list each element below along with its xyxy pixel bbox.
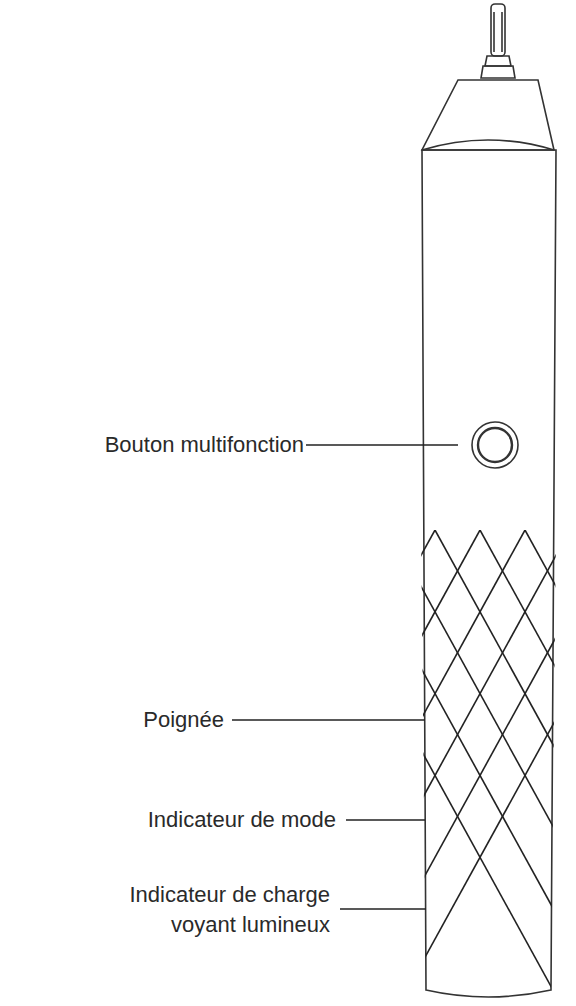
part-label: Indicateur de mode xyxy=(6,805,336,835)
part-label: Indicateur de charge voyant lumineux xyxy=(80,880,330,940)
grip-stroke xyxy=(525,530,576,1000)
leader-line xyxy=(232,719,425,721)
leader-line xyxy=(340,908,426,910)
leader-lines xyxy=(232,445,458,909)
leader-line xyxy=(346,819,425,821)
brush-shaft xyxy=(491,4,505,56)
grip-pattern xyxy=(42,530,576,1000)
grip-stroke xyxy=(345,530,576,1000)
part-label: Poignée xyxy=(4,705,224,735)
grip-stroke xyxy=(570,530,576,1000)
brush-outline xyxy=(422,4,556,997)
shaft-connector xyxy=(485,56,511,66)
grip-stroke xyxy=(435,530,576,1000)
leader-line xyxy=(306,444,458,446)
grip-stroke xyxy=(402,530,576,1000)
grip-stroke xyxy=(357,530,576,1000)
multifunction-button xyxy=(472,422,518,468)
grip-stroke xyxy=(480,530,576,1000)
handle-body xyxy=(422,150,556,997)
grip-stroke xyxy=(390,530,576,1000)
head-cap xyxy=(422,80,554,150)
part-label: Bouton multifonction xyxy=(4,430,304,460)
